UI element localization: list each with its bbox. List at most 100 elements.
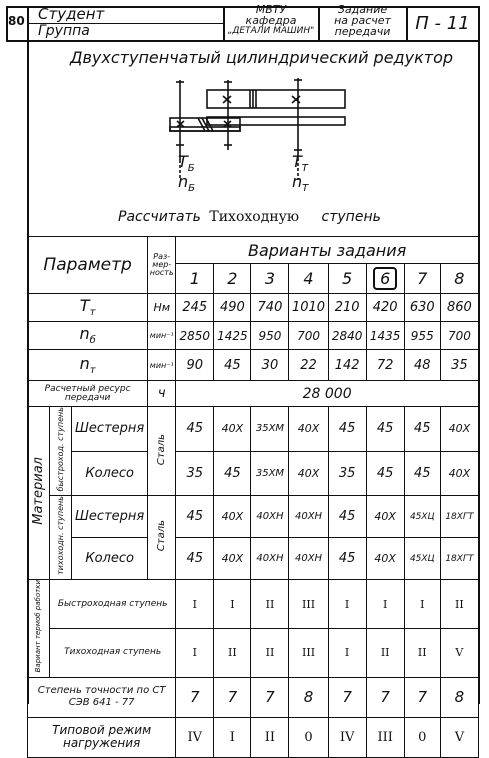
value-cell: I <box>213 579 252 629</box>
variant-numbers-row: 1 2 3 4 5 6 7 8 <box>28 263 480 294</box>
value-cell: I <box>175 579 215 629</box>
value-cell: 35XM <box>250 406 290 452</box>
value-cell: 45 <box>175 537 215 581</box>
value-cell: 2840 <box>327 321 367 350</box>
variant-3[interactable]: 3 <box>250 263 290 294</box>
value-cell: 40X <box>288 406 329 452</box>
variant-2[interactable]: 2 <box>213 263 252 294</box>
table-row: Колесо 45 40X 40XH 40XH 45 40X 45XЦ 18XГ… <box>28 537 480 581</box>
value-cell: 40X <box>213 495 252 539</box>
value-cell: 700 <box>288 321 329 350</box>
value-cell: I <box>365 579 405 629</box>
student-label: Студент <box>38 5 105 23</box>
value-cell: 7 <box>175 676 215 718</box>
param-header: Параметр <box>26 236 149 294</box>
variant-5[interactable]: 5 <box>327 263 367 294</box>
accuracy-label: Степень точности по СТ СЭВ 641 - 77 <box>26 676 177 718</box>
table-row: nб мин⁻¹ 2850 1425 950 700 2840 1435 955… <box>26 321 480 350</box>
table-row: Колесо 35 45 35XM 40X 35 45 45 40X <box>28 450 480 497</box>
task-line1: Задание <box>337 3 388 16</box>
value-cell: III <box>288 627 329 678</box>
unit-cell: Нм <box>147 293 177 322</box>
value-cell: 40XH <box>250 537 290 581</box>
value-cell: II <box>250 627 290 678</box>
variant-8[interactable]: 8 <box>439 263 480 294</box>
table-row: Тихоходная ступень I II II III I II II V <box>28 627 480 678</box>
steel-label-slow: Сталь <box>147 495 177 581</box>
load-label: Типовой режим нагружения <box>26 716 177 758</box>
value-cell: II <box>403 627 441 678</box>
value-cell: 40X <box>439 406 480 452</box>
resource-value: 28 000 <box>175 380 479 407</box>
units-header: Раз-мер-ность <box>147 236 177 294</box>
value-cell: 30 <box>250 349 290 381</box>
value-cell: II <box>250 716 290 758</box>
variant-7[interactable]: 7 <box>403 263 441 294</box>
value-cell: 35 <box>175 450 215 497</box>
value-cell: 490 <box>213 293 252 322</box>
resource-label: Расчетный ресурс передачи <box>26 380 149 407</box>
torque-fast-label: ТБ <box>178 152 195 175</box>
variant-4[interactable]: 4 <box>288 263 329 294</box>
value-cell: I <box>175 627 215 678</box>
value-cell: 860 <box>439 293 480 322</box>
resource-unit: ч <box>147 380 177 407</box>
value-cell: 142 <box>327 349 367 381</box>
value-cell: 72 <box>365 349 405 381</box>
value-cell: 45 <box>175 495 215 539</box>
value-cell: 7 <box>403 676 441 718</box>
value-cell: 40XH <box>250 495 290 539</box>
table-row: Степень точности по СТ СЭВ 641 - 77 7 7 … <box>26 676 480 718</box>
value-cell: III <box>365 716 405 758</box>
value-cell: I <box>213 716 252 758</box>
value-cell: 45 <box>365 406 405 452</box>
value-cell: 35 <box>439 349 480 381</box>
table-row: Типовой режим нагружения IV I II 0 IV II… <box>26 716 480 758</box>
work-modes-label: Вариант термоб работки <box>26 579 51 678</box>
value-cell: 740 <box>250 293 290 322</box>
value-cell: 7 <box>213 676 252 718</box>
value-cell: II <box>365 627 405 678</box>
value-cell: 40XH <box>288 537 329 581</box>
wheel-label: Колесо <box>71 537 149 581</box>
value-cell: 40XH <box>288 495 329 539</box>
task-line2: на расчет <box>334 14 391 27</box>
variants-table: Параметр Раз-мер-ность Варианты задания … <box>26 236 480 758</box>
value-cell: 90 <box>175 349 215 381</box>
value-cell: 8 <box>288 676 329 718</box>
value-cell: 22 <box>288 349 329 381</box>
table-row: Tт Нм 245 490 740 1010 210 420 630 860 <box>26 293 480 322</box>
wheel-label: Колесо <box>71 450 149 497</box>
torque-slow-label: ТТ <box>292 152 308 175</box>
value-cell: 45 <box>403 450 441 497</box>
value-cell: 35XM <box>250 450 290 497</box>
value-cell: 45 <box>403 406 441 452</box>
value-cell: 700 <box>439 321 480 350</box>
value-cell: 7 <box>327 676 367 718</box>
variant-6-selected[interactable]: 6 <box>365 263 405 294</box>
value-cell: I <box>403 579 441 629</box>
value-cell: 630 <box>403 293 441 322</box>
value-cell: 45XЦ <box>403 495 441 539</box>
table-row: тихоходн. ступень Шестерня Сталь 45 40X … <box>28 495 480 581</box>
param-torque: Tт <box>26 293 149 322</box>
value-cell: 40X <box>365 495 405 539</box>
table-row: Вариант термоб работки Быстроходная ступ… <box>26 579 480 678</box>
pinion-label: Шестерня <box>71 406 149 452</box>
value-cell: 45 <box>213 450 252 497</box>
calc-value[interactable]: Тихоходную <box>209 209 300 225</box>
task-block: Задание на расчет передачи <box>319 4 406 37</box>
value-cell: 45 <box>327 495 367 539</box>
page-number: 80 <box>8 14 25 28</box>
value-cell: 45 <box>175 406 215 452</box>
value-cell: 45 <box>327 537 367 581</box>
value-cell: III <box>288 579 329 629</box>
value-cell: 7 <box>250 676 290 718</box>
value-cell: 0 <box>403 716 441 758</box>
value-cell: 40X <box>439 450 480 497</box>
variant-1[interactable]: 1 <box>175 263 215 294</box>
value-cell: 7 <box>365 676 405 718</box>
value-cell: 40X <box>213 537 252 581</box>
value-cell: IV <box>327 716 367 758</box>
value-cell: 45 <box>213 349 252 381</box>
